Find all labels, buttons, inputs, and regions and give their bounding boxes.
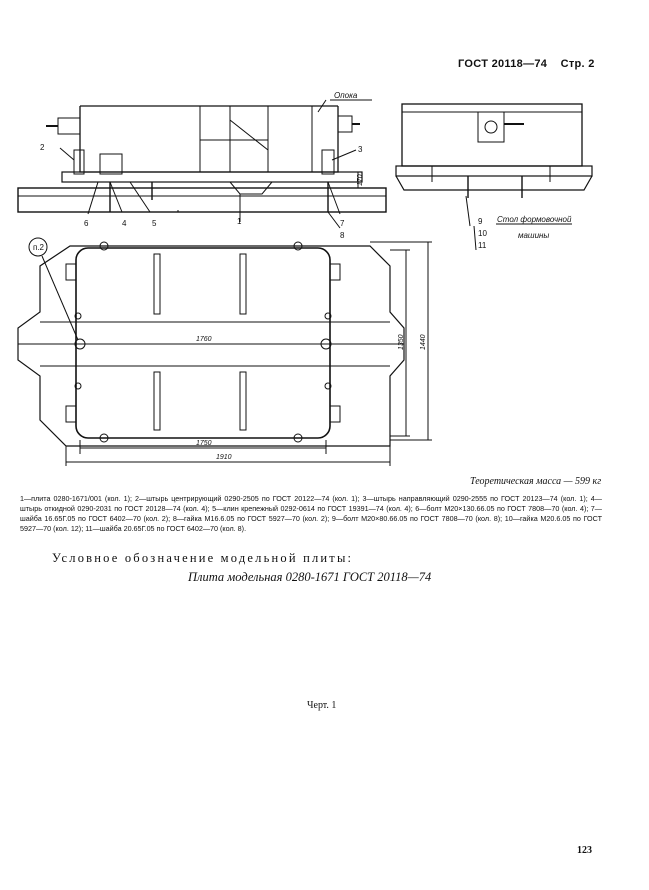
dim-170: 170: [357, 174, 364, 186]
plan-view: [17, 237, 432, 466]
callout-8: 8: [340, 231, 345, 240]
designation-title: Условное обозначение модельной плиты:: [52, 551, 354, 565]
dim-1440: 1440: [420, 334, 427, 350]
figure-caption: Черт. 1: [307, 700, 337, 711]
dim-1910: 1910: [216, 454, 232, 461]
theoretical-mass: Теоретическая масса — 599 кг: [470, 476, 602, 487]
view-label-p2: п.2: [33, 243, 45, 252]
callout-7: 7: [340, 219, 345, 228]
parts-legend: 1—плита 0280-1671/001 (кол. 1); 2—штырь …: [20, 494, 602, 534]
callout-1: 1: [237, 217, 242, 226]
technical-drawing: 170 Опока 2 3 6 4 5 1 7 8 9 10 11 Ст: [17, 91, 593, 466]
callout-3: 3: [358, 145, 363, 154]
end-view: [395, 103, 593, 251]
dim-1750: 1750: [196, 440, 212, 447]
callout-4: 4: [122, 219, 127, 228]
page-number: 123: [577, 845, 592, 856]
dim-1760: 1760: [196, 336, 212, 343]
page-indicator: Стр. 2: [560, 58, 595, 70]
callout-10: 10: [478, 229, 487, 238]
page-header: ГОСТ 20118—74 Стр. 2: [458, 58, 605, 70]
designation-example: Плита модельная 0280-1671 ГОСТ 20118—74: [188, 570, 432, 584]
standard-code: ГОСТ 20118—74: [458, 58, 548, 70]
side-view: 170: [17, 99, 387, 229]
callout-9: 9: [478, 217, 483, 226]
callout-11: 11: [478, 241, 487, 250]
label-opoka: Опока: [334, 91, 358, 100]
label-stol: Стол формовочной: [497, 215, 572, 224]
callout-6: 6: [84, 219, 89, 228]
parts-list: 1—плита 0280-1671/001 (кол. 1); 2—штырь …: [20, 494, 602, 533]
label-mashiny: машины: [518, 231, 549, 240]
callout-5: 5: [152, 219, 157, 228]
callout-2: 2: [40, 143, 45, 152]
dim-1350: 1350: [398, 334, 405, 350]
